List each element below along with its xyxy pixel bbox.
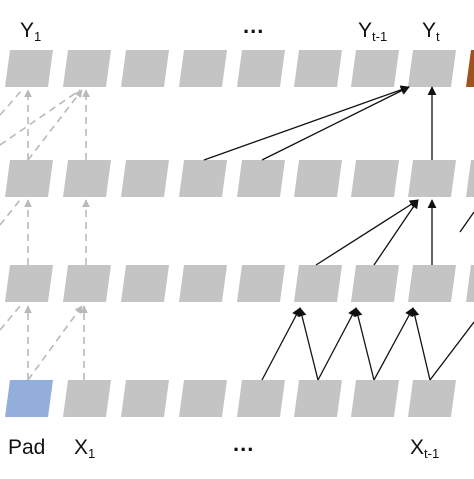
dashed-arrow — [27, 89, 83, 161]
dashed-arrow — [0, 199, 21, 226]
cell — [408, 160, 456, 197]
solid-arrow — [410, 307, 431, 381]
label-y1: Y1 — [20, 19, 42, 44]
dashed-arrow — [27, 305, 83, 381]
cell — [63, 380, 111, 417]
cell — [294, 160, 342, 197]
cell — [294, 265, 342, 302]
cell — [351, 380, 399, 417]
ellipsis-bottom: ... — [233, 431, 255, 456]
solid-connections — [203, 85, 474, 381]
cell — [237, 50, 285, 87]
cell — [63, 265, 111, 302]
solid-arrow — [315, 199, 419, 266]
cell — [351, 160, 399, 197]
dashed-arrow — [0, 89, 23, 116]
label-xt-1: Xt-1 — [410, 436, 440, 461]
solid-arrow — [317, 307, 357, 381]
solid-arrow — [261, 86, 410, 161]
cell — [294, 380, 342, 417]
dashed-arrow — [0, 305, 21, 331]
cell — [179, 380, 227, 417]
solid-arrow — [297, 307, 319, 381]
cell — [121, 50, 169, 87]
cell — [5, 160, 53, 197]
cell — [179, 160, 227, 197]
label-pad: Pad — [8, 436, 46, 459]
cell-grid — [5, 50, 474, 417]
solid-arrow — [261, 307, 301, 381]
cell — [237, 160, 285, 197]
cell — [121, 160, 169, 197]
cell — [63, 160, 111, 197]
cell — [351, 265, 399, 302]
ellipsis-top: ... — [243, 13, 265, 38]
solid-arrow — [373, 307, 414, 381]
dashed-connections — [0, 89, 90, 381]
solid-line — [429, 321, 474, 381]
solid-arrow — [373, 199, 419, 266]
cell — [466, 160, 474, 197]
cell — [121, 265, 169, 302]
cell — [237, 265, 285, 302]
solid-arrow — [203, 85, 410, 161]
label-x1: X1 — [74, 436, 96, 461]
cell — [121, 380, 169, 417]
cell — [237, 380, 285, 417]
cell — [408, 50, 456, 87]
cell — [294, 50, 342, 87]
cell — [179, 265, 227, 302]
output-cell — [466, 50, 474, 87]
solid-line — [459, 211, 474, 233]
cell — [5, 265, 53, 302]
label-yt-1: Yt-1 — [358, 19, 388, 44]
pad-cell — [5, 380, 53, 417]
dashed-arrow — [0, 89, 81, 146]
cell — [179, 50, 227, 87]
cell — [408, 380, 456, 417]
cell — [63, 50, 111, 87]
cell — [408, 265, 456, 302]
cell — [466, 265, 474, 302]
cell — [5, 50, 53, 87]
cell — [351, 50, 399, 87]
solid-arrow — [353, 307, 375, 381]
label-yt: Yt — [422, 19, 440, 44]
